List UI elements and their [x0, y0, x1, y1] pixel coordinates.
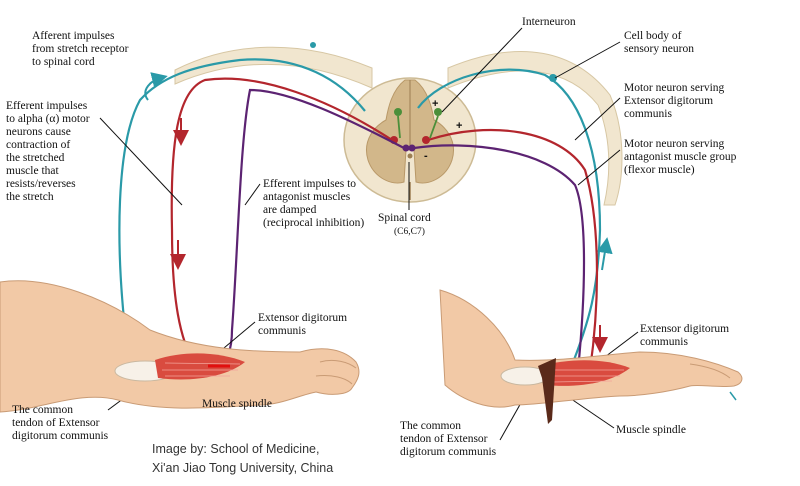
spindle-right-label: Muscle spindle: [616, 424, 686, 436]
efferent-antagonist-pathway: [217, 88, 405, 371]
interneuron-label: Interneuron: [522, 16, 576, 28]
motor-extensor-label: Motor neuron serving Extensor digitorum …: [624, 82, 725, 120]
cell-body-label: Cell body of sensory neuron: [624, 30, 694, 55]
spindle-left-label: Muscle spindle: [202, 398, 272, 410]
spinal-level-label: (C6,C7): [394, 227, 425, 237]
efferent-damped-label: Efferent impulses to antagonist muscles …: [263, 178, 365, 229]
spinal-cord-label: Spinal cord: [378, 212, 431, 224]
tendon-right-label: The common tendon of Extensor digitorum …: [400, 420, 497, 458]
image-credit: Image by: School of Medicine, Xi'an Jiao…: [152, 442, 334, 475]
afferent-label: Afferent impulses from stretch receptor …: [32, 30, 129, 68]
plus-sign-upper: +: [432, 98, 439, 110]
plus-sign-lower: +: [456, 120, 463, 132]
motor-antagonist-label: Motor neuron serving antagonist muscle g…: [624, 138, 737, 176]
minus-sign: -: [424, 150, 428, 162]
efferent-extensor-pathway: [170, 77, 393, 366]
right-nerve-sheath: [447, 51, 623, 206]
extensor-left-label: Extensor digitorum communis: [258, 312, 348, 337]
tendon-left-label: The common tendon of Extensor digitorum …: [12, 404, 109, 442]
spinal-cord-section: [343, 77, 477, 203]
right-arm: [439, 289, 743, 424]
left-arm: [0, 280, 360, 413]
left-nerve-sheath: [174, 46, 373, 89]
extensor-right-label: Extensor digitorum communis: [640, 323, 730, 348]
efferent-alpha-label: Efferent impulses to alpha (α) motor neu…: [6, 100, 90, 203]
